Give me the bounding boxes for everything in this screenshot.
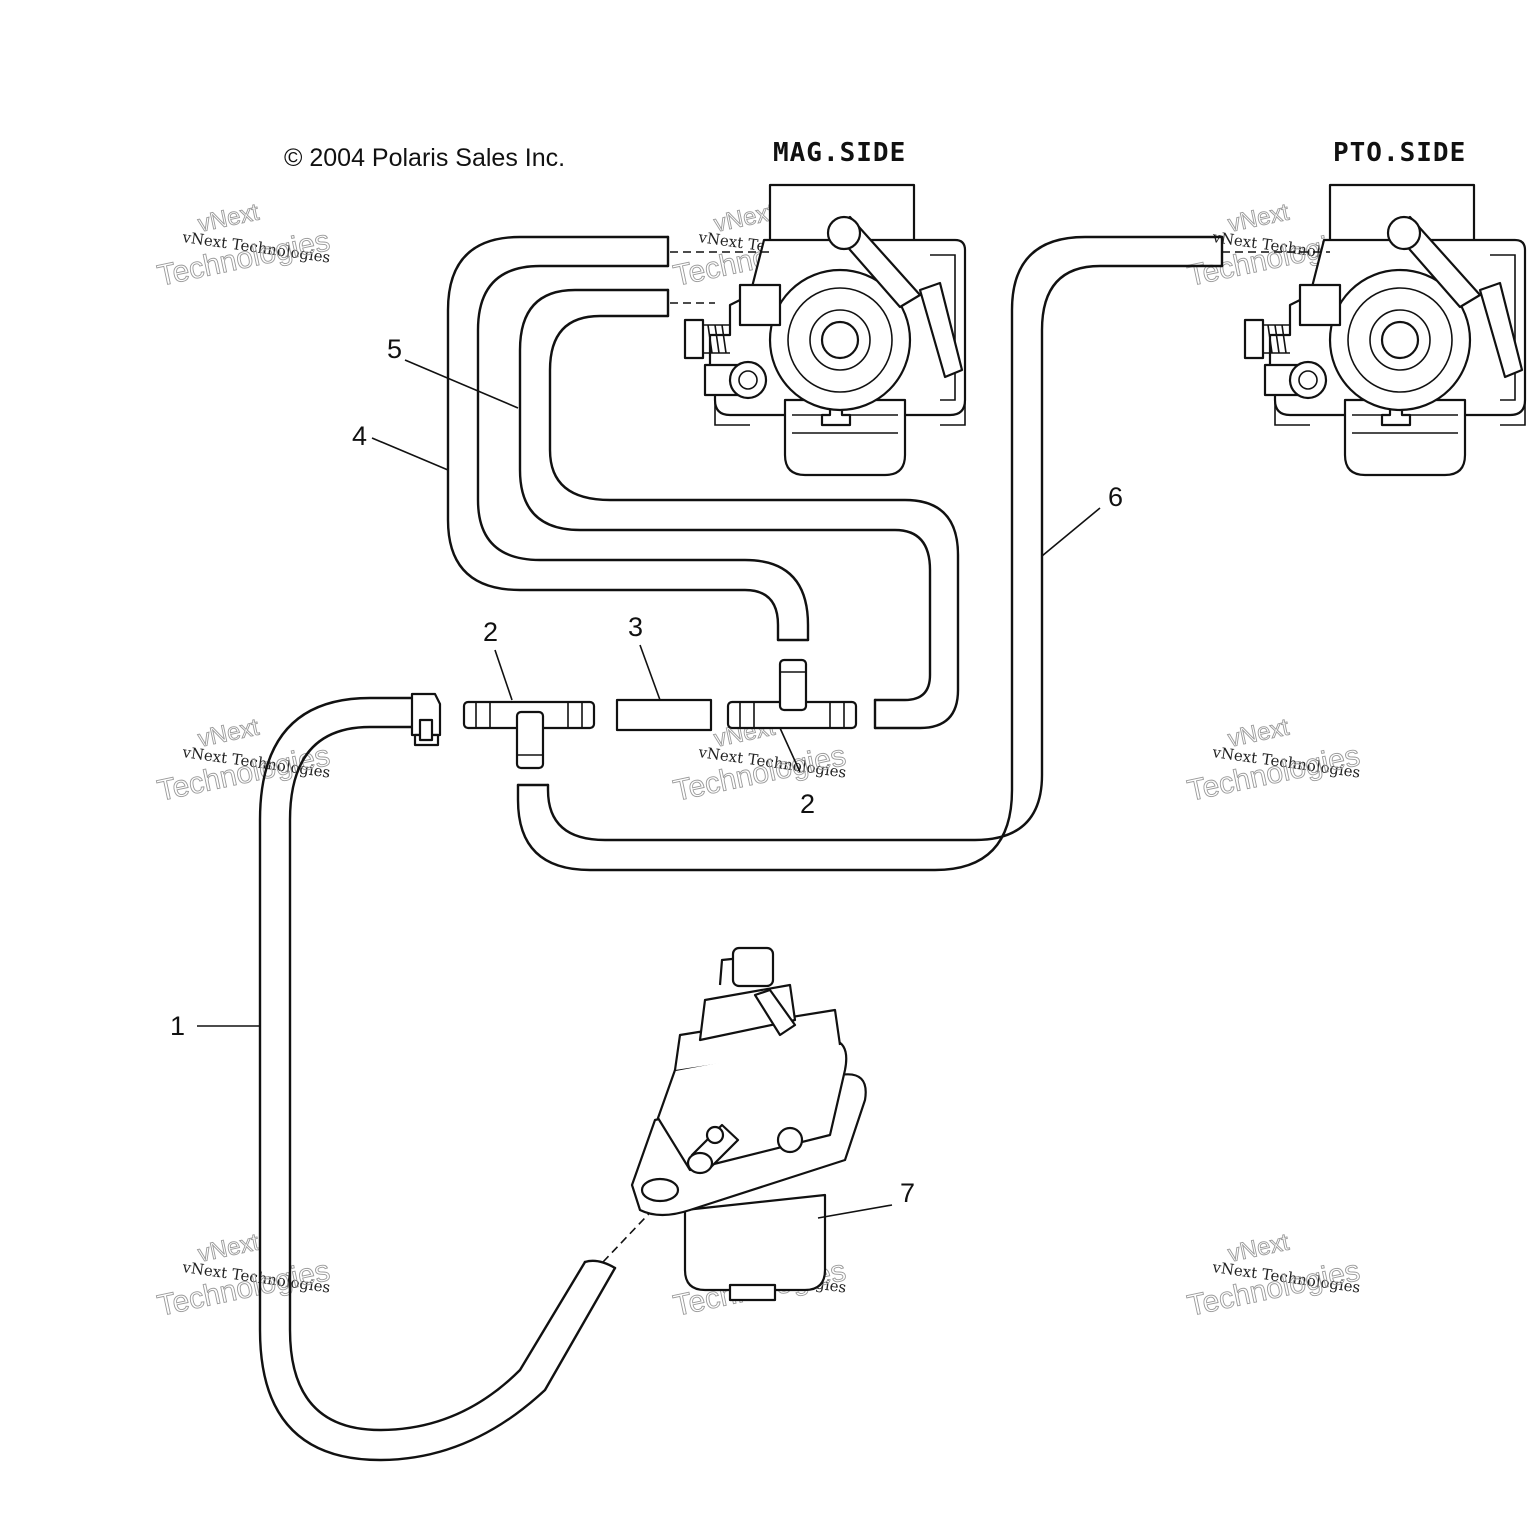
pto-side-label: PTO.SIDE: [1333, 138, 1466, 168]
hose-1: [258, 696, 617, 1462]
fuel-pump: [630, 946, 867, 1302]
callout-4: 4: [352, 421, 367, 451]
watermark-technologies: Technologies: [671, 739, 849, 808]
hose-5: [518, 288, 960, 730]
hose-clamp: [410, 692, 442, 747]
callout-5: 5: [387, 334, 402, 364]
tee-fitting-left: [462, 700, 596, 770]
hose-4: [446, 235, 810, 642]
watermark-4: vNext vNext Technologies Technologies: [154, 713, 333, 808]
mag-side-label: MAG.SIDE: [773, 138, 906, 168]
carburetor-pto-side: [1243, 183, 1527, 477]
watermark-technologies: Technologies: [1185, 1254, 1363, 1323]
callout-7: 7: [900, 1178, 915, 1208]
watermark-technologies: Technologies: [155, 739, 333, 808]
watermark-1: vNext vNext Technologies Technologies: [154, 198, 333, 293]
watermark-technologies: Technologies: [155, 224, 333, 293]
leader-lines: [197, 359, 1101, 1219]
callout-1: 1: [170, 1011, 185, 1041]
copyright-text: © 2004 Polaris Sales Inc.: [284, 144, 565, 172]
callout-2-right: 2: [800, 789, 815, 819]
watermark-6: vNext vNext Technologies Technologies: [1184, 713, 1363, 808]
callout-2-left: 2: [483, 617, 498, 647]
watermark-9: vNext vNext Technologies Technologies: [1184, 1228, 1363, 1323]
callout-3: 3: [628, 612, 643, 642]
connector-3: [615, 698, 713, 732]
tee-fitting-right: [726, 658, 858, 730]
callout-6: 6: [1108, 482, 1123, 512]
watermark-technologies: Technologies: [1185, 739, 1363, 808]
watermark-technologies: Technologies: [155, 1254, 333, 1323]
hose-6: [516, 235, 1224, 872]
watermark-7: vNext vNext Technologies Technologies: [154, 1228, 333, 1323]
